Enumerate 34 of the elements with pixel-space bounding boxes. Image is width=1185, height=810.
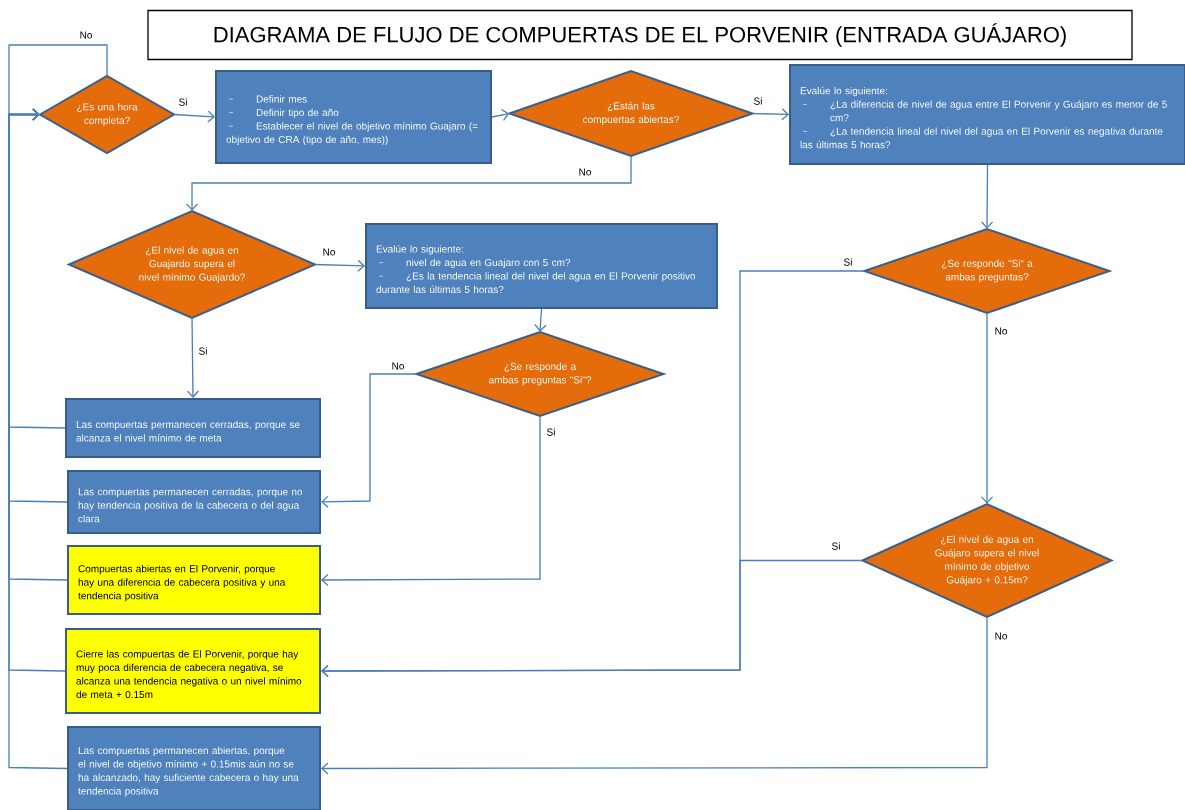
edge-label: No (78, 30, 94, 40)
arrow (8, 108, 68, 770)
arrow (321, 373, 417, 508)
arrow (980, 164, 994, 229)
arrow (173, 110, 215, 123)
edge-label: Si (197, 346, 209, 356)
arrow (491, 108, 510, 121)
edge-label: No (390, 361, 406, 371)
arrow (314, 259, 365, 272)
edge-label: No (577, 167, 593, 177)
edge-label: Si (545, 427, 557, 437)
arrow (752, 108, 789, 121)
arrow (321, 616, 988, 775)
edge-label: No (993, 326, 1009, 336)
arrow (185, 155, 632, 211)
process-box: Las compuertas permanecen cerradas, porque se alcanza el nivel mínimo de meta (65, 398, 321, 458)
process-box: Evalúe lo siguiente: ¿La diferencia de nivel de agua entre El Porvenir y Guájaro es menor de 5 cm? ¿La tendencia lineal del nivel del agua en El Porvenir es negativa durante las últimas 5 horas? (789, 64, 1185, 165)
process-box: Las compuertas permanecen abiertas, porque el nivel de objetivo mínimo + 0.15mis aún no se ha alcanzado, hay suficiente cabecera o hay una tendencia positiva (67, 726, 321, 810)
arrow (321, 415, 541, 587)
arrow (186, 317, 200, 398)
arrow (321, 559, 863, 678)
edge-label: No (321, 247, 337, 257)
arrow (980, 312, 994, 504)
edge-label: Si (830, 541, 842, 551)
edge-label: Si (177, 97, 189, 107)
edge-label: No (993, 631, 1009, 641)
process-box: Evalúe lo siguiente: nivel de agua en Guajaro con 5 cm? ¿Es la tendencia lineal del nivel del agua en El Porvenir positivo durante las últimas 5 horas? (365, 223, 718, 309)
title-box: DIAGRAMA DE FLUJO DE COMPUERTAS DE EL PORVENIR (ENTRADA GUÁJARO) (147, 9, 1133, 61)
process-box: Definir mes Definir tipo de año Establecer el nivel de objetivo mínimo Guajaro (= objetivo de CRA (tipo de año, mes)) (215, 70, 492, 164)
process-box: Cierre las compuertas de El Porvenir, porque hay muy poca diferencia de cabecera negativa, se alcanza una tendencia negativa o un nivel mínimo de meta + 0.15m (65, 628, 321, 714)
arrow (534, 308, 547, 332)
process-box: Compuertas abiertas en El Porvenir, porque hay una diferencia de cabecera positiva y una tendencia positiva (67, 545, 321, 615)
process-box: Las compuertas permanecen cerradas, porque no hay tendencia positiva de la cabecera o del agua clara (67, 470, 321, 534)
edge-label: Si (842, 257, 854, 267)
